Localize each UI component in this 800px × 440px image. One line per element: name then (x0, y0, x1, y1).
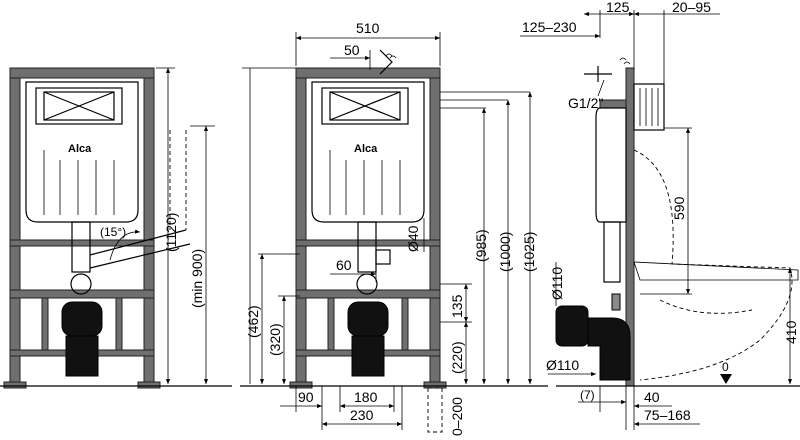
frame-post-left (9, 67, 21, 387)
alca-logo-left: Alca (68, 143, 92, 155)
cistern-ribs (43, 150, 115, 215)
frame-foot-left (3, 381, 27, 389)
water-valve (584, 66, 612, 82)
frame2-brace-left (327, 297, 335, 351)
dim-1000: (1000) (497, 232, 513, 272)
waste2-outlet (347, 301, 389, 337)
adjustable-feet (427, 387, 443, 433)
flush-opening (35, 87, 123, 125)
dim-90: 90 (298, 389, 314, 405)
dim-320: (320) (267, 323, 283, 356)
dim-180: 180 (354, 389, 378, 405)
dim-985: (985) (473, 229, 489, 262)
frame-mid-rail (9, 239, 155, 247)
flush2-cross (329, 91, 401, 121)
flush-mechanism (43, 91, 115, 121)
flush-pipe (71, 221, 91, 273)
dim-o110-a: Ø110 (549, 267, 565, 300)
dim-220: (220) (449, 341, 465, 374)
dim-135: 135 (449, 294, 465, 318)
side-view: 125 20–95 125–230 G1/2" 590 Ø110 Ø110 41… (520, 0, 800, 430)
connector-40 (375, 249, 391, 265)
frame-top-rail (9, 67, 155, 79)
dim-0-200: 0–200 (449, 397, 465, 436)
side-bracket-top (599, 99, 627, 109)
dim-20-95: 20–95 (672, 0, 711, 15)
side-waste-elbow (587, 317, 631, 381)
frame2-foot-left (289, 381, 313, 389)
flush2-mechanism (329, 91, 401, 121)
cistern (25, 81, 139, 223)
dim-590: 590 (671, 196, 687, 220)
dim-510: 510 (356, 20, 380, 36)
angle-arc (109, 229, 141, 261)
toilet-bowl-inner (659, 299, 753, 314)
dim-410: 410 (783, 320, 799, 344)
dim-125: 125 (606, 0, 630, 15)
alca-logo-center: Alca (354, 143, 378, 155)
dim-40: 40 (644, 389, 660, 405)
dim-60: 60 (336, 257, 352, 273)
waste-pipe (65, 335, 99, 377)
frame-brace-left (41, 297, 49, 351)
front-view-center: Alca 510 50 (462) (320) (985) (1000) (240, 20, 548, 436)
cistern2 (311, 81, 425, 223)
dim-462: (462) (245, 305, 261, 338)
side-flush-pipe (603, 221, 621, 283)
frame2-post-right (429, 67, 441, 387)
front-view-left: Alca (15°) (1120) (min 900) (0, 67, 232, 389)
frame2-foot-right (423, 381, 447, 389)
label-g12-leader (597, 79, 605, 97)
wall-box-ribs (639, 88, 659, 126)
frame-brace-right (115, 297, 123, 351)
dim-7: (7) (580, 388, 595, 402)
flush2-pipe (357, 221, 377, 273)
dim-50: 50 (344, 42, 360, 58)
label-g12: G1/2" (568, 95, 603, 111)
flush2-opening (321, 87, 409, 125)
water-valve-icon (619, 57, 631, 65)
flush-bend (70, 273, 92, 295)
frame2-mid-rail (295, 239, 441, 247)
frame-foot-right (137, 381, 161, 389)
toilet-bowl-outline (633, 149, 793, 381)
dim-1120: (1120) (163, 213, 179, 252)
water-inlet-icon (385, 53, 397, 59)
zero-marker-icon (720, 374, 732, 384)
toilet-seat (633, 261, 799, 281)
dim-o40: Ø40 (405, 225, 421, 252)
waste-outlet (61, 301, 103, 337)
dim-125-230: 125–230 (522, 19, 577, 35)
side-waste-socket (555, 305, 589, 347)
frame-post-right (143, 67, 155, 387)
dim-min900: (min 900) (189, 249, 205, 308)
water-inlet-arrow (379, 49, 393, 75)
side-connector (611, 293, 621, 311)
dim-75-168: 75–168 (644, 407, 691, 423)
dim-1025: (1025) (521, 232, 537, 272)
side-cistern (595, 107, 627, 223)
dim-230: 230 (350, 407, 374, 423)
frame2-brace-right (401, 297, 409, 351)
wall-box (633, 83, 665, 131)
waste2-pipe (351, 335, 385, 377)
dim-o110-b: Ø110 (546, 357, 579, 373)
angle-15-label: (15°) (100, 225, 126, 239)
label-zero: 0 (722, 360, 729, 374)
flush-mechanism-cross (43, 91, 115, 121)
frame2-top-rail (295, 67, 441, 79)
cistern2-ribs (329, 150, 401, 215)
frame2-post-left (295, 67, 307, 387)
